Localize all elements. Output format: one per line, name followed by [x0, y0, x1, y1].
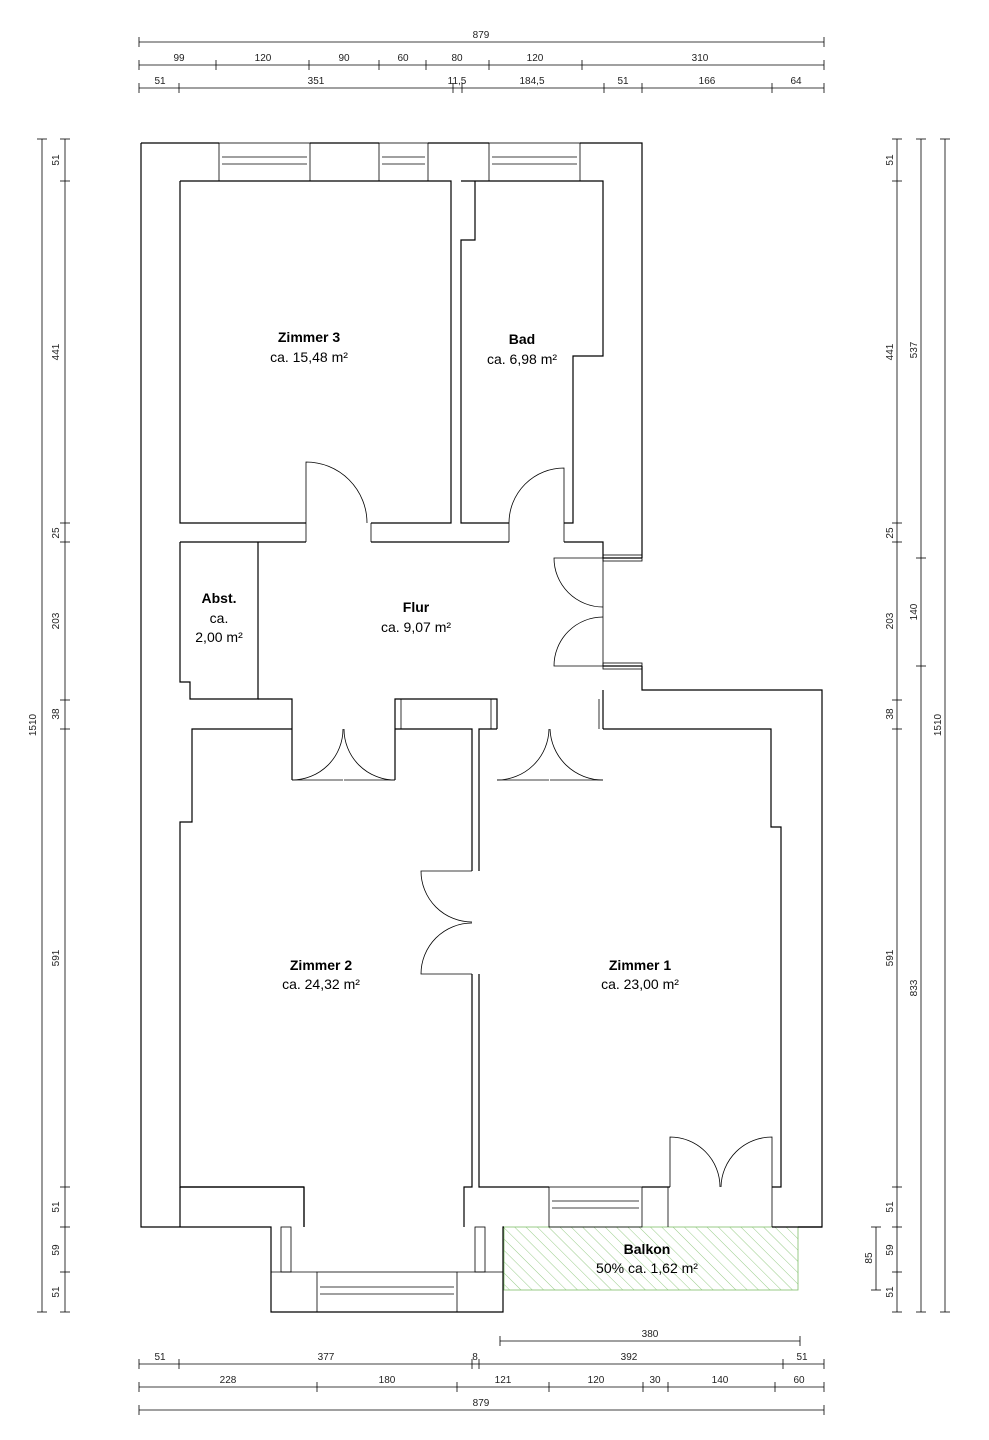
- bottom-row2-label: 180: [379, 1375, 396, 1386]
- bottom-row1-label: 51: [154, 1352, 166, 1363]
- top-dimensions: 879 99 120 90 60 80 120 310 51 351 11,5 …: [138, 30, 825, 93]
- room-abst-name: Abst.: [202, 590, 237, 606]
- bottom-total-label: 879: [473, 1398, 490, 1409]
- bottom-row2-label: 121: [495, 1375, 512, 1386]
- right-dimensions: 51 441 25 203 38 591 51 59 51 537 140 83…: [864, 138, 950, 1313]
- room-zimmer1-name: Zimmer 1: [609, 957, 671, 973]
- right-dim-label: 591: [885, 949, 896, 966]
- left-dim-label: 51: [51, 154, 62, 166]
- bottom-row2-label: 140: [712, 1375, 729, 1386]
- top-row1-label: 90: [338, 53, 350, 64]
- top-row1-label: 310: [692, 53, 709, 64]
- top-row2-label: 64: [790, 76, 802, 87]
- room-abst-area-line2: 2,00 m²: [195, 629, 243, 645]
- room-balkon-name: Balkon: [624, 1241, 671, 1257]
- right-balkon-label: 85: [864, 1252, 875, 1264]
- room-zimmer2-name: Zimmer 2: [290, 957, 352, 973]
- balkon-area: [503, 1226, 799, 1291]
- left-dim-label: 51: [51, 1286, 62, 1298]
- right-outer-label: 140: [909, 603, 920, 620]
- top-row2-label: 184,5: [519, 76, 544, 87]
- room-flur-area: ca. 9,07 m²: [381, 619, 451, 635]
- top-row2-label: 51: [154, 76, 166, 87]
- left-dim-label: 59: [51, 1244, 62, 1256]
- right-dim-label: 203: [885, 612, 896, 629]
- room-zimmer3-area: ca. 15,48 m²: [270, 349, 348, 365]
- room-balkon-area: 50% ca. 1,62 m²: [596, 1260, 698, 1276]
- bottom-row1-label: 8: [472, 1352, 478, 1363]
- room-zimmer2-area: ca. 24,32 m²: [282, 976, 360, 992]
- bottom-row2-label: 228: [220, 1375, 237, 1386]
- bottom-dimensions: 380 51 377 8 392 51 228 180 121 12: [138, 1329, 825, 1415]
- left-dim-label: 38: [51, 708, 62, 720]
- left-dim-label: 203: [51, 612, 62, 629]
- left-dim-label: 25: [51, 527, 62, 539]
- right-dim-label: 59: [885, 1244, 896, 1256]
- left-total-label: 1510: [28, 713, 39, 736]
- room-bad-area: ca. 6,98 m²: [487, 351, 557, 367]
- top-row2-label: 351: [308, 76, 325, 87]
- left-dim-label: 591: [51, 949, 62, 966]
- room-abst-area-line1: ca.: [210, 610, 229, 626]
- right-dim-label: 38: [885, 708, 896, 720]
- walls: [140, 142, 823, 1313]
- right-dim-label: 25: [885, 527, 896, 539]
- right-outer-label: 833: [909, 979, 920, 996]
- left-dim-label: 441: [51, 343, 62, 360]
- room-zimmer1-area: ca. 23,00 m²: [601, 976, 679, 992]
- bottom-row1-label: 377: [318, 1352, 335, 1363]
- bottom-row2-label: 120: [588, 1375, 605, 1386]
- room-flur-name: Flur: [403, 599, 430, 615]
- doors: [291, 461, 773, 1188]
- right-dim-label: 51: [885, 1286, 896, 1298]
- top-row2-label: 51: [617, 76, 629, 87]
- top-row1-label: 80: [451, 53, 463, 64]
- bottom-row2-label: 30: [649, 1375, 661, 1386]
- room-zimmer3-name: Zimmer 3: [278, 329, 340, 345]
- right-total-label: 1510: [933, 713, 944, 736]
- room-labels: Zimmer 3 ca. 15,48 m² Bad ca. 6,98 m² Ab…: [195, 329, 698, 1276]
- top-row2-label: 166: [699, 76, 716, 87]
- top-row1-label: 120: [527, 53, 544, 64]
- bottom-row1-label: 51: [796, 1352, 808, 1363]
- right-dim-label: 51: [885, 1201, 896, 1213]
- top-row2-label: 11,5: [448, 76, 467, 87]
- bottom-row1-label: 392: [621, 1352, 638, 1363]
- top-row1-label: 60: [397, 53, 409, 64]
- right-dim-label: 51: [885, 154, 896, 166]
- top-row1-label: 120: [255, 53, 272, 64]
- left-dimensions: 1510 51 441 25 203 38 591 51 59 51: [28, 138, 70, 1313]
- left-dim-label: 51: [51, 1201, 62, 1213]
- right-dim-label: 441: [885, 343, 896, 360]
- bottom-balkon-label: 380: [642, 1329, 659, 1340]
- top-total-label: 879: [473, 30, 490, 41]
- right-outer-label: 537: [909, 341, 920, 358]
- top-row1-label: 99: [173, 53, 185, 64]
- room-bad-name: Bad: [509, 331, 535, 347]
- bottom-row2-label: 60: [793, 1375, 805, 1386]
